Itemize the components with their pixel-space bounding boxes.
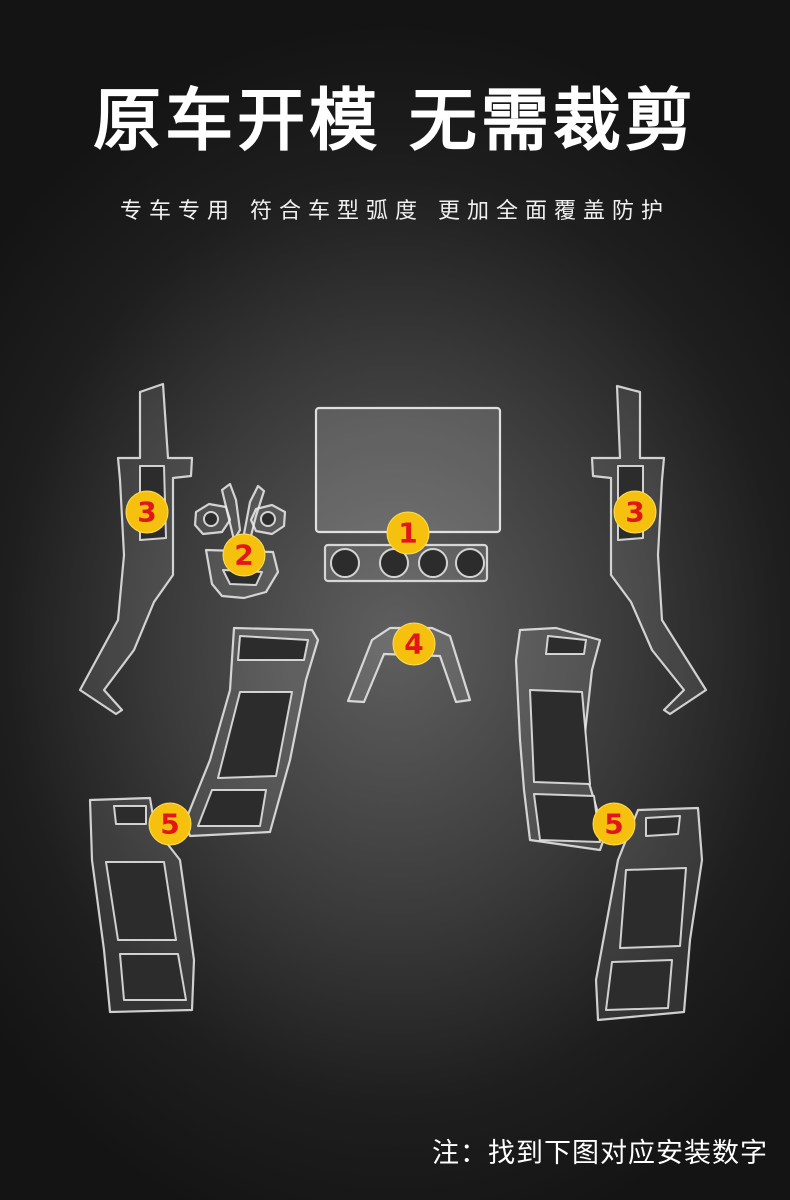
right-a-pillar-film: [590, 384, 708, 716]
badge-5-left-number: 5: [160, 808, 179, 841]
badge-3-left-number: 3: [137, 496, 156, 529]
badge-3-left: 3: [125, 490, 169, 534]
part-left-a-pillar: [78, 382, 194, 716]
steering-left-spoke-film: [220, 482, 242, 542]
page-title: 原车开模 无需裁剪: [93, 82, 697, 161]
vent-hole: [330, 548, 360, 578]
badge-4-number: 4: [404, 628, 423, 661]
part-left-door-panels: [88, 626, 320, 1014]
part-right-door-panels: [514, 626, 704, 1022]
left-door-upper-hole: [217, 691, 293, 779]
badge-3-right-number: 3: [625, 496, 644, 529]
badge-2: 2: [222, 533, 266, 577]
part-right-a-pillar: [590, 384, 708, 716]
steering-button-hole: [203, 511, 219, 527]
vent-hole: [455, 548, 485, 578]
page-subtitle: 专车专用 符合车型弧度 更加全面覆盖防护: [120, 199, 670, 224]
right-door-upper-hole: [545, 635, 587, 655]
right-door-lower-hole: [619, 867, 687, 949]
install-note: 注：找到下图对应安装数字: [432, 1138, 768, 1169]
badge-2-number: 2: [234, 539, 253, 572]
left-door-upper-hole: [197, 789, 267, 827]
left-door-lower-hole: [119, 953, 187, 1001]
part-screen-console: [314, 406, 502, 583]
center-top-film: [346, 626, 472, 704]
right-door-upper-hole: [529, 689, 591, 785]
badge-5-right: 5: [592, 802, 636, 846]
left-a-pillar-film: [78, 382, 194, 716]
right-door-upper-hole: [533, 793, 601, 843]
badge-4: 4: [392, 622, 436, 666]
steering-button-hole: [260, 511, 276, 527]
badge-5-left: 5: [148, 802, 192, 846]
vent-hole: [418, 548, 448, 578]
badge-1: 1: [386, 511, 430, 555]
badge-3-right: 3: [613, 490, 657, 534]
left-door-lower-hole: [105, 861, 177, 941]
left-door-upper-hole: [237, 635, 309, 661]
left-door-lower-hole: [113, 805, 147, 825]
part-center-top: [346, 626, 472, 704]
right-door-lower-hole: [645, 815, 681, 837]
badge-5-right-number: 5: [604, 808, 623, 841]
right-door-lower-hole: [605, 959, 673, 1011]
badge-1-number: 1: [398, 517, 417, 550]
